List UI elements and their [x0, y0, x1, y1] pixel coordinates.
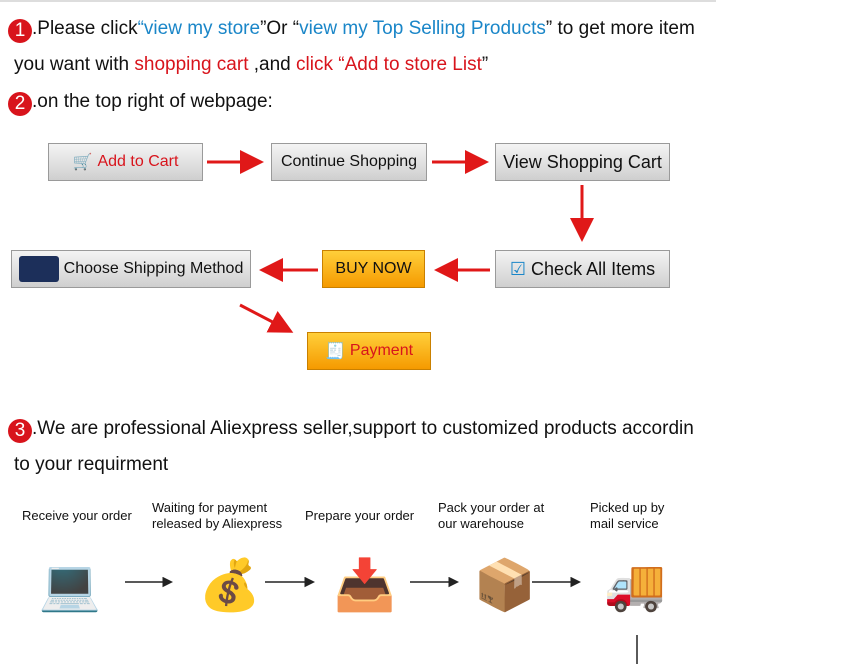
text: ” — [481, 54, 489, 75]
text: .on the top right of webpage: — [32, 91, 273, 112]
text: .Please click — [32, 18, 138, 39]
shopping-cart-text: shopping cart — [134, 54, 249, 75]
continue-shopping-button[interactable]: Continue Shopping — [271, 143, 427, 181]
cash-register-icon: 🧾 — [324, 343, 345, 360]
choose-shipping-method-button[interactable]: Choose Shipping Method — [11, 250, 251, 288]
label: Choose Shipping Method — [63, 260, 244, 277]
step-number-badge: 1 — [8, 19, 32, 43]
checklist-icon: ☑ — [509, 258, 527, 279]
warehouse-worker-icon: 📦 — [473, 556, 537, 613]
step-label: Picked up by mail service — [590, 500, 665, 531]
money-bag-icon: 💰 — [198, 556, 262, 613]
top-divider — [0, 0, 716, 2]
text: ” to get more item — [545, 18, 695, 39]
label: Payment — [349, 342, 414, 359]
download-tray-icon: 📥 — [333, 556, 397, 613]
instruction-3-cont: to your requirment — [14, 454, 169, 475]
add-to-store-list-text: click “Add to store List — [296, 54, 482, 75]
label: Check All Items — [531, 258, 656, 279]
instruction-1: 1.Please click“view my store”Or “view my… — [8, 18, 695, 43]
check-all-items-button[interactable]: ☑Check All Items — [495, 250, 670, 288]
step-label: Pack your order at our warehouse — [438, 500, 545, 531]
view-my-store-link[interactable]: “view my store — [137, 18, 261, 39]
cart-icon: 🛒 — [72, 154, 93, 171]
step-label: Waiting for payment released by Aliexpre… — [152, 500, 283, 531]
step-number-badge: 2 — [8, 92, 32, 116]
instruction-1-cont: you want with shopping cart ,and click “… — [14, 54, 488, 76]
arrow-diagonal — [239, 303, 294, 333]
text: ,and — [248, 54, 297, 75]
view-shopping-cart-button[interactable]: View Shopping Cart — [495, 143, 670, 181]
top-selling-link[interactable]: view my Top Selling Products — [299, 18, 546, 39]
flow-arrows — [207, 150, 594, 333]
label: View Shopping Cart — [503, 151, 662, 172]
step-label: Receive your order — [22, 508, 132, 523]
text: you want with — [14, 54, 135, 75]
label: Continue Shopping — [280, 153, 418, 170]
instruction-3: 3.We are professional Aliexpress seller,… — [8, 418, 694, 443]
text: .We are professional Aliexpress seller,s… — [32, 418, 694, 439]
step-number-badge: 3 — [8, 419, 32, 443]
customer-computer-icon: 💻 — [38, 556, 102, 613]
label: BUY NOW — [335, 260, 412, 277]
payment-button[interactable]: 🧾Payment — [307, 332, 431, 370]
process-arrows — [125, 576, 638, 664]
label: Add to Cart — [97, 153, 179, 170]
add-to-cart-button[interactable]: 🛒Add to Cart — [48, 143, 203, 181]
text: ”Or “ — [260, 18, 300, 39]
buy-now-button[interactable]: BUY NOW — [322, 250, 425, 288]
delivery-truck-icon: 🚚 — [603, 556, 667, 613]
instruction-2: 2.on the top right of webpage: — [8, 91, 273, 116]
step-label: Prepare your order — [305, 508, 415, 523]
credit-card-icon — [18, 256, 59, 282]
